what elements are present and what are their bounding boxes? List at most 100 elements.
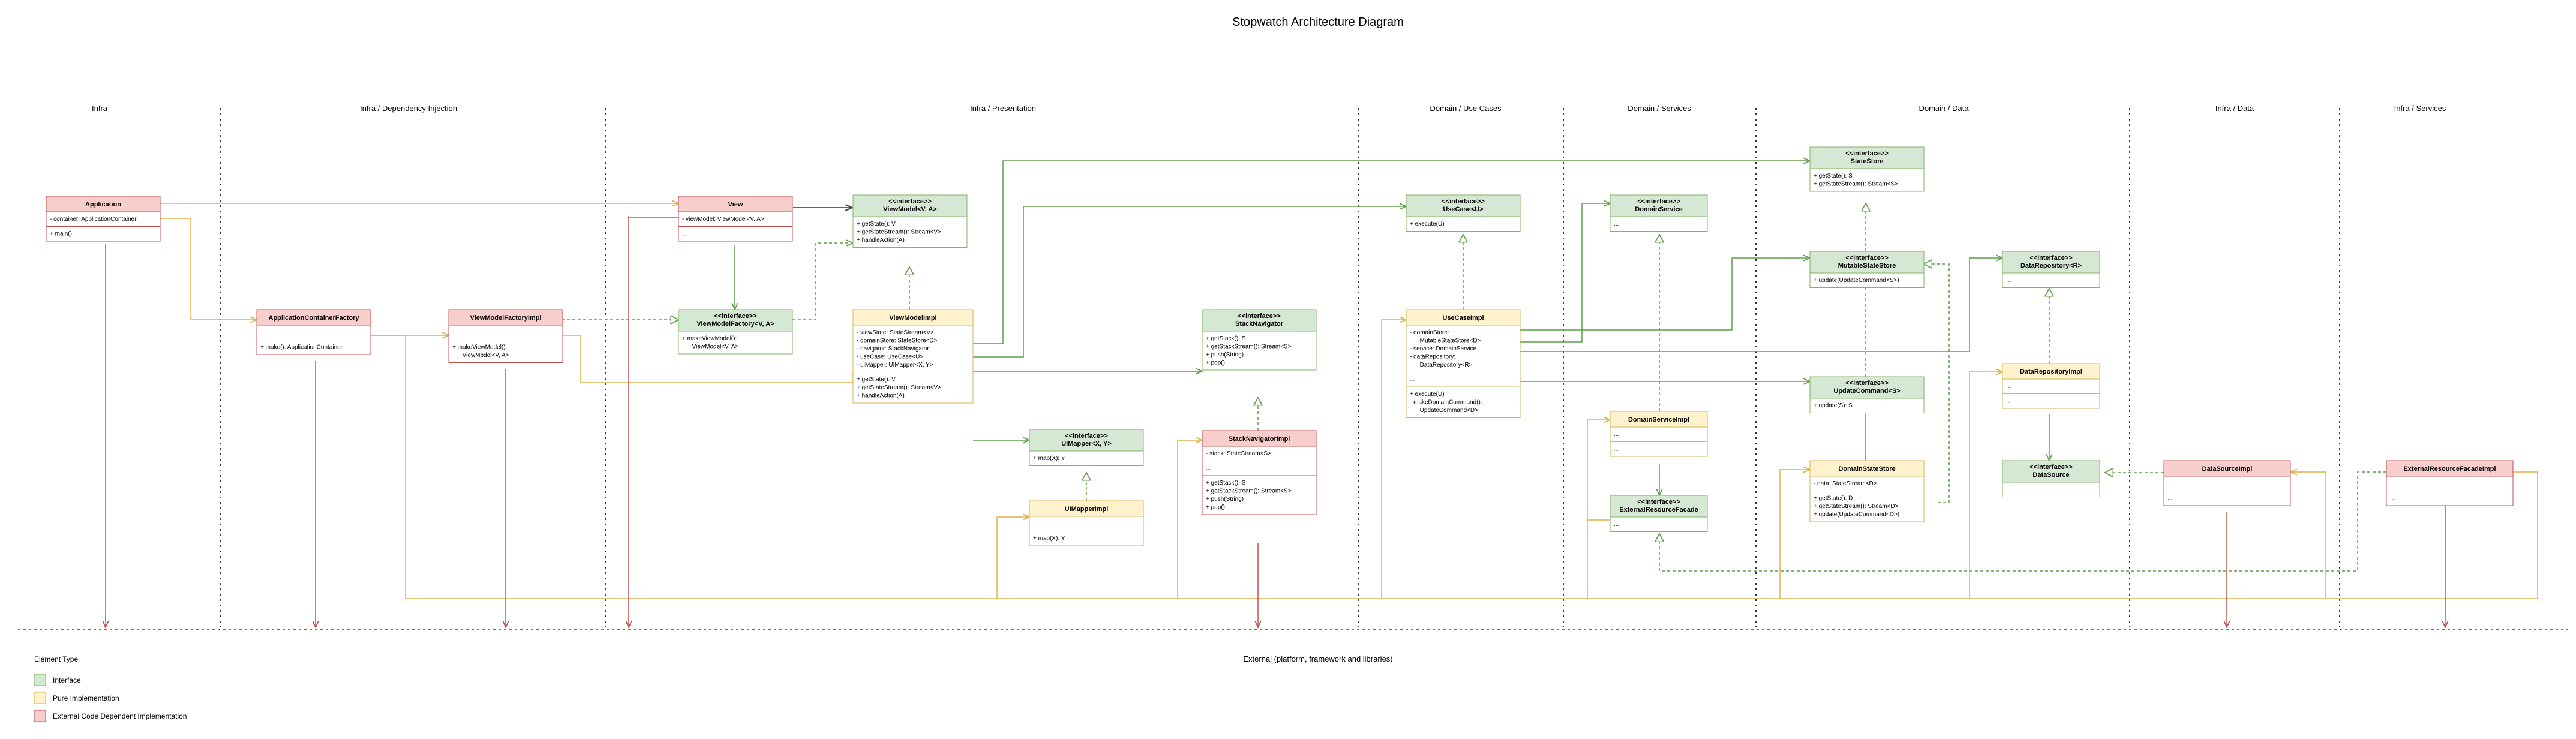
- edge-facadeimpl-realizes: [1659, 471, 2386, 572]
- class-member: ...: [2006, 277, 2011, 284]
- class-header: [1809, 376, 1925, 399]
- class-name: StackNavigatorImpl: [1229, 435, 1290, 443]
- edge-vmimpl-usecase: [973, 206, 1406, 358]
- legend-label-pure: Pure Implementation: [53, 694, 119, 702]
- class-stereotype: <<interface>>: [1845, 150, 1889, 157]
- class-member: + push(String): [1206, 352, 1244, 358]
- class-section: [1610, 516, 1708, 532]
- edge-uc-datarepo: [1520, 258, 2002, 352]
- class-header: [46, 196, 161, 212]
- class-member: - uiMapper: UIMapper<X, Y>: [857, 362, 933, 368]
- class-useCase: <<interface>>UseCase<U> + execute(U): [1406, 194, 1521, 232]
- class-member: - container: ApplicationContainer: [50, 216, 137, 223]
- class-member: + makeViewModel():: [452, 344, 507, 351]
- class-section: [2002, 378, 2100, 394]
- class-section: [1202, 331, 1317, 371]
- class-member: + getState(): D: [1814, 495, 1853, 502]
- class-section: [1202, 475, 1317, 515]
- class-section: [2002, 393, 2100, 409]
- class-member: - domainStore: StateStore<D>: [857, 338, 938, 344]
- class-boxes: Application - container: ApplicationConta…: [46, 146, 2514, 546]
- class-uiMapper: <<interface>>UIMapper<X, Y>+ map(X): Y: [1029, 429, 1144, 466]
- class-name: View: [728, 201, 743, 208]
- class-member: ...: [452, 329, 457, 336]
- class-member: + getStackStream(): Stream<S>: [1206, 488, 1292, 495]
- class-name: DataRepositoryImpl: [2020, 368, 2082, 375]
- class-section: [2163, 491, 2291, 506]
- class-member: + map(X): Y: [1033, 536, 1065, 542]
- class-member: UpdateCommand<D>: [1410, 407, 1478, 414]
- class-stereotype: <<interface>>: [1442, 198, 1485, 205]
- class-name: Application: [85, 201, 121, 208]
- edge-domstore-realizes-mutable: [1924, 264, 1950, 503]
- class-header: [1809, 251, 1925, 274]
- lane-label-presentation: Infra / Presentation: [970, 104, 1036, 113]
- class-section: [256, 325, 371, 340]
- class-uiMapperImpl: UIMapperImpl...+ map(X): Y: [1029, 500, 1144, 546]
- class-stereotype: <<interface>>: [888, 198, 932, 205]
- lane-label-use-cases: Domain / Use Cases: [1430, 104, 1502, 113]
- legend-label-interface: Interface: [53, 676, 81, 684]
- class-section: [1809, 398, 1925, 413]
- edge-uimapperimpl-up: [996, 517, 1029, 599]
- class-section: [2163, 476, 2291, 491]
- legend-swatch-external: [34, 710, 46, 722]
- class-stackNavigator: <<interface>>StackNavigator+ getStack():…: [1202, 309, 1317, 371]
- class-section: [448, 340, 563, 363]
- class-updateCommand: <<interface>>UpdateCommand<S>+ update(S)…: [1809, 376, 1925, 413]
- legend: Element Type Interface Pure Implementati…: [34, 655, 187, 722]
- class-view: View- viewModel: ViewModel<V, A>...: [678, 196, 793, 242]
- class-member: + update(S): S: [1814, 402, 1853, 409]
- class-name: StateStore: [1850, 158, 1883, 165]
- class-member: ...: [1206, 465, 1211, 472]
- class-member: DataRepository<R>: [1410, 362, 1473, 368]
- class-name: ExternalResourceFacadeImpl: [2403, 465, 2496, 473]
- edge-uc-service: [1520, 203, 1610, 343]
- class-member: ViewModel<V, A>: [452, 352, 509, 359]
- class-section: [1610, 216, 1708, 232]
- class-member: ...: [2167, 480, 2172, 487]
- class-member: + update(UpdateCommand<S>): [1814, 277, 1899, 284]
- class-member: MutableStateStore<D>: [1410, 338, 1481, 344]
- edges: [106, 161, 2538, 627]
- class-stackNavigatorImpl: StackNavigatorImpl- stack: StateStream<S…: [1202, 430, 1317, 515]
- class-stereotype: <<interface>>: [1845, 254, 1889, 262]
- class-viewModel: <<interface>>ViewModel<V, A> + getState()…: [852, 194, 968, 248]
- class-header: [448, 309, 563, 326]
- diagram-title: Stopwatch Architecture Diagram: [1232, 16, 1404, 29]
- edge-domstore-up: [1779, 470, 1810, 599]
- class-section: [448, 325, 563, 340]
- class-name: ViewModel<V, A>: [883, 206, 936, 213]
- edge-app-containerfactory: [160, 218, 257, 320]
- class-name: DomainStateStore: [1838, 465, 1895, 473]
- class-stereotype: <<interface>>: [714, 313, 757, 320]
- edge-navimpl-up: [1177, 440, 1202, 599]
- class-header: [256, 309, 371, 326]
- class-member: ...: [260, 329, 265, 336]
- class-name: ExternalResourceFacade: [1619, 506, 1698, 513]
- class-name: UseCase<U>: [1443, 206, 1483, 213]
- class-member: + getStateStream(): Stream<V>: [857, 229, 941, 236]
- class-header: [1406, 194, 1521, 217]
- class-member: + getState(): V: [857, 221, 896, 227]
- class-member: - makeDomainCommand():: [1410, 399, 1482, 406]
- class-member: ...: [1614, 431, 1619, 438]
- class-member: ...: [1410, 377, 1415, 383]
- class-member: + update(UpdateCommand<D>): [1814, 512, 1899, 518]
- class-name: MutableStateStore: [1838, 262, 1896, 269]
- class-stereotype: <<interface>>: [1065, 432, 1108, 440]
- class-member: + execute(U): [1410, 221, 1445, 227]
- class-member: - useCase: UseCase<U>: [857, 354, 923, 361]
- class-section: [1610, 441, 1708, 457]
- class-name: DataSourceImpl: [2202, 465, 2253, 473]
- class-name: ViewModelFactoryImpl: [470, 314, 542, 322]
- class-member: + getState(): S: [1814, 173, 1853, 179]
- class-dataSourceImpl: DataSourceImpl......: [2163, 460, 2291, 506]
- edge-uc-mutablestore: [1520, 258, 1810, 331]
- class-member: + makeViewModel():: [682, 335, 737, 342]
- class-section: [1202, 461, 1317, 476]
- class-section: [1406, 372, 1521, 387]
- class-vmFactoryImpl: ViewModelFactoryImpl... + makeViewModel()…: [448, 309, 563, 363]
- class-section: [2002, 272, 2100, 288]
- class-name: DomainService: [1635, 206, 1682, 213]
